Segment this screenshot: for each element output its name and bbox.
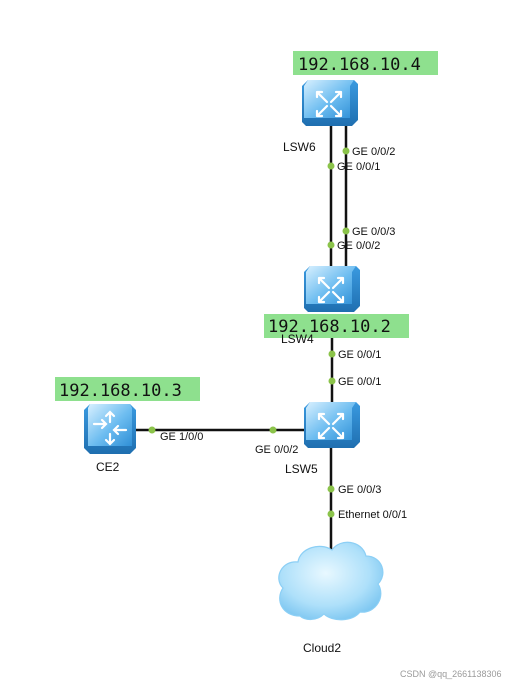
- port-label-lsw4-ge003: GE 0/0/3: [352, 226, 395, 238]
- device-name-cloud2: Cloud2: [303, 641, 341, 655]
- ip-label-bg-ce2: [55, 377, 200, 401]
- port-label-ce2-ge100: GE 1/0/0: [160, 431, 203, 443]
- port-label-lsw6-ge001: GE 0/0/1: [337, 161, 380, 173]
- l3-switch-icon: [302, 80, 358, 126]
- port-label-lsw5-ge003: GE 0/0/3: [338, 484, 381, 496]
- port-dot: [327, 510, 335, 518]
- port-dot: [328, 377, 336, 385]
- l3-switch-icon: [304, 266, 360, 312]
- port-dot: [327, 241, 335, 249]
- ip-label-bg-lsw4: [264, 314, 409, 338]
- port-dot: [342, 227, 350, 235]
- port-dot: [327, 162, 335, 170]
- ip-label-bg-lsw6: [293, 51, 438, 75]
- watermark: CSDN @qq_2661138306: [400, 669, 502, 679]
- port-dot: [342, 147, 350, 155]
- port-label-lsw6-ge002: GE 0/0/2: [352, 146, 395, 158]
- device-lsw4[interactable]: 192.168.10.2 LSW4: [264, 266, 409, 346]
- device-lsw6[interactable]: 192.168.10.4 LSW6: [283, 51, 438, 154]
- device-ce2[interactable]: 192.168.10.3 CE2: [55, 377, 200, 474]
- port-dot: [148, 426, 156, 434]
- device-cloud2[interactable]: Cloud2: [278, 541, 384, 655]
- port-label-lsw5-ge002: GE 0/0/2: [255, 444, 298, 456]
- port-dot: [328, 350, 336, 358]
- ip-label-ce2: 192.168.10.3: [59, 381, 182, 401]
- device-name-lsw5: LSW5: [285, 462, 318, 476]
- router-icon: [84, 404, 136, 454]
- port-dot: [269, 426, 277, 434]
- port-label-lsw4-ge001: GE 0/0/1: [338, 349, 381, 361]
- device-lsw5[interactable]: LSW5: [285, 402, 360, 476]
- port-dots: [148, 147, 350, 518]
- cloud-icon: [278, 541, 384, 621]
- device-name-lsw4: LSW4: [281, 332, 314, 346]
- port-label-lsw5-ge001: GE 0/0/1: [338, 376, 381, 388]
- l3-switch-icon: [304, 402, 360, 448]
- device-name-lsw6: LSW6: [283, 140, 316, 154]
- port-label-lsw4-ge002: GE 0/0/2: [337, 240, 380, 252]
- port-label-cloud2-eth001: Ethernet 0/0/1: [338, 509, 407, 521]
- ip-label-lsw6: 192.168.10.4: [298, 55, 421, 75]
- device-name-ce2: CE2: [96, 460, 120, 474]
- port-dot: [327, 485, 335, 493]
- ip-label-lsw4: 192.168.10.2: [268, 317, 391, 337]
- port-labels: GE 0/0/2 GE 0/0/1 GE 0/0/3 GE 0/0/2 GE 0…: [160, 146, 407, 521]
